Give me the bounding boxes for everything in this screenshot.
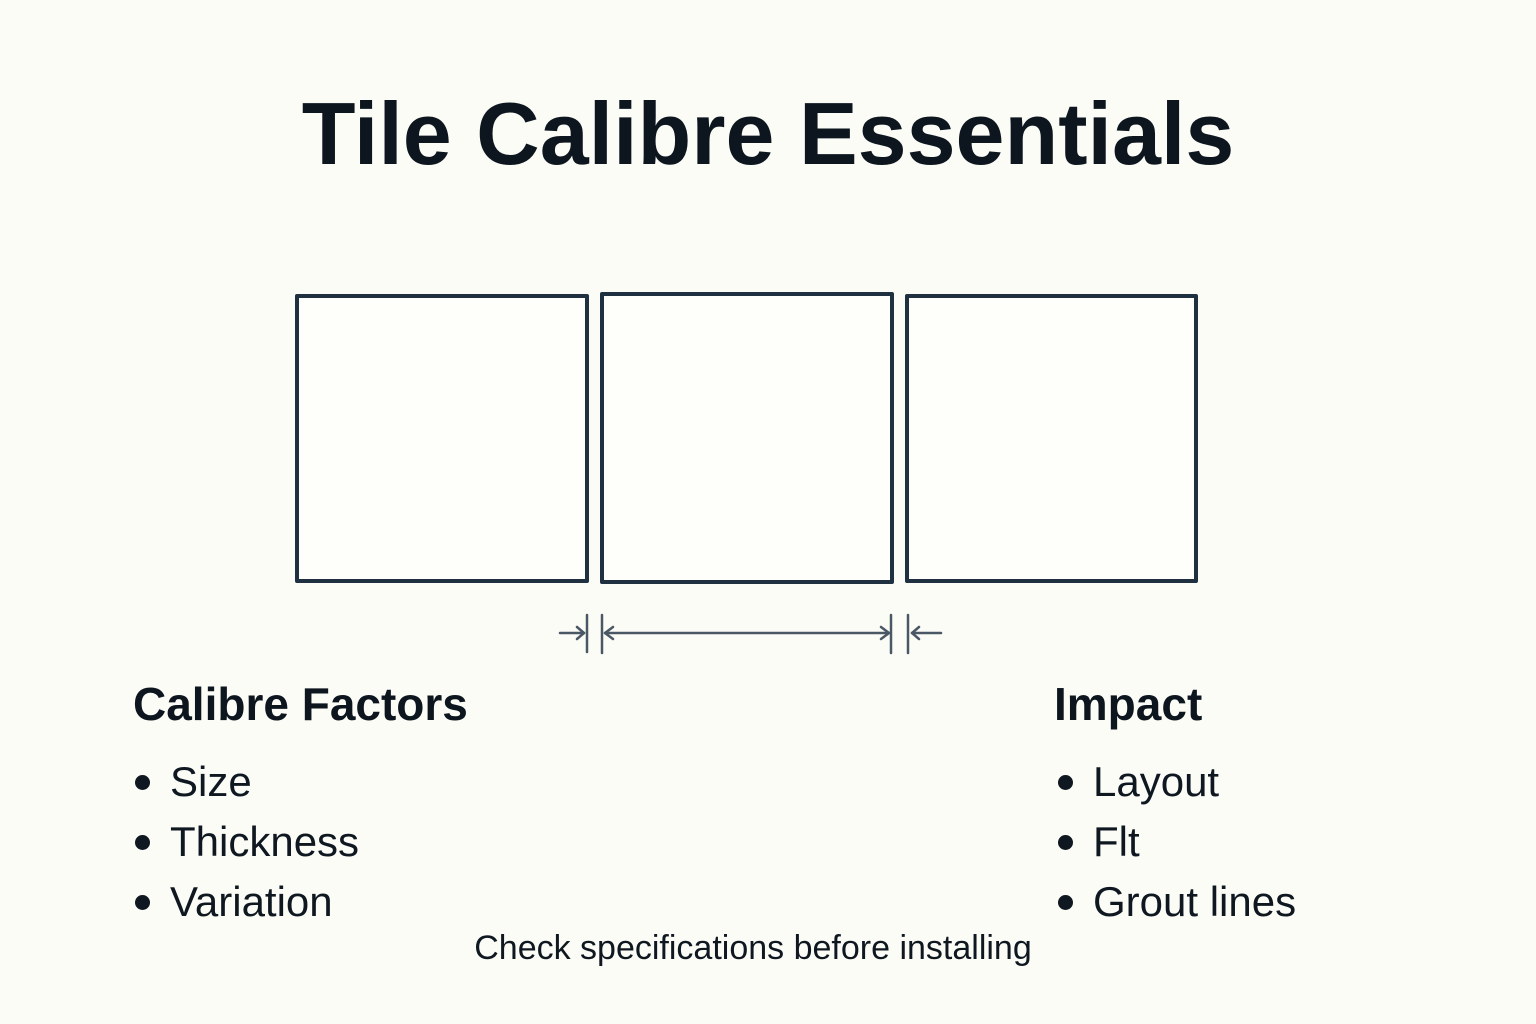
list-item: Grout lines bbox=[1056, 872, 1296, 932]
tile-square-1 bbox=[295, 294, 589, 583]
list-item-label: Variation bbox=[170, 878, 333, 925]
impact-heading: Impact bbox=[1054, 678, 1203, 730]
list-item: Thickness bbox=[133, 812, 359, 872]
dimension-arrows-icon bbox=[558, 613, 943, 655]
calibre-factors-list: Size Thickness Variation bbox=[133, 752, 359, 932]
bullet-icon bbox=[135, 895, 150, 910]
tile-square-3 bbox=[905, 294, 1198, 583]
bullet-icon bbox=[1058, 775, 1073, 790]
list-item-label: Thickness bbox=[170, 818, 360, 865]
footer-note: Check specifications before installing bbox=[474, 929, 1032, 967]
list-item-label: Layout bbox=[1093, 758, 1220, 805]
bullet-icon bbox=[135, 835, 150, 850]
impact-list: Layout Flt Grout lines bbox=[1056, 752, 1296, 932]
list-item: Size bbox=[133, 752, 359, 812]
list-item-label: Size bbox=[170, 758, 252, 805]
bullet-icon bbox=[1058, 835, 1073, 850]
calibre-factors-heading: Calibre Factors bbox=[133, 678, 468, 730]
list-item: Flt bbox=[1056, 812, 1296, 872]
page-title: Tile Calibre Essentials bbox=[301, 84, 1235, 183]
bullet-icon bbox=[135, 775, 150, 790]
bullet-icon bbox=[1058, 895, 1073, 910]
list-item: Layout bbox=[1056, 752, 1296, 812]
tile-square-2 bbox=[600, 292, 894, 584]
list-item-label: Flt bbox=[1093, 818, 1140, 865]
list-item-label: Grout lines bbox=[1093, 878, 1297, 925]
list-item: Variation bbox=[133, 872, 359, 932]
